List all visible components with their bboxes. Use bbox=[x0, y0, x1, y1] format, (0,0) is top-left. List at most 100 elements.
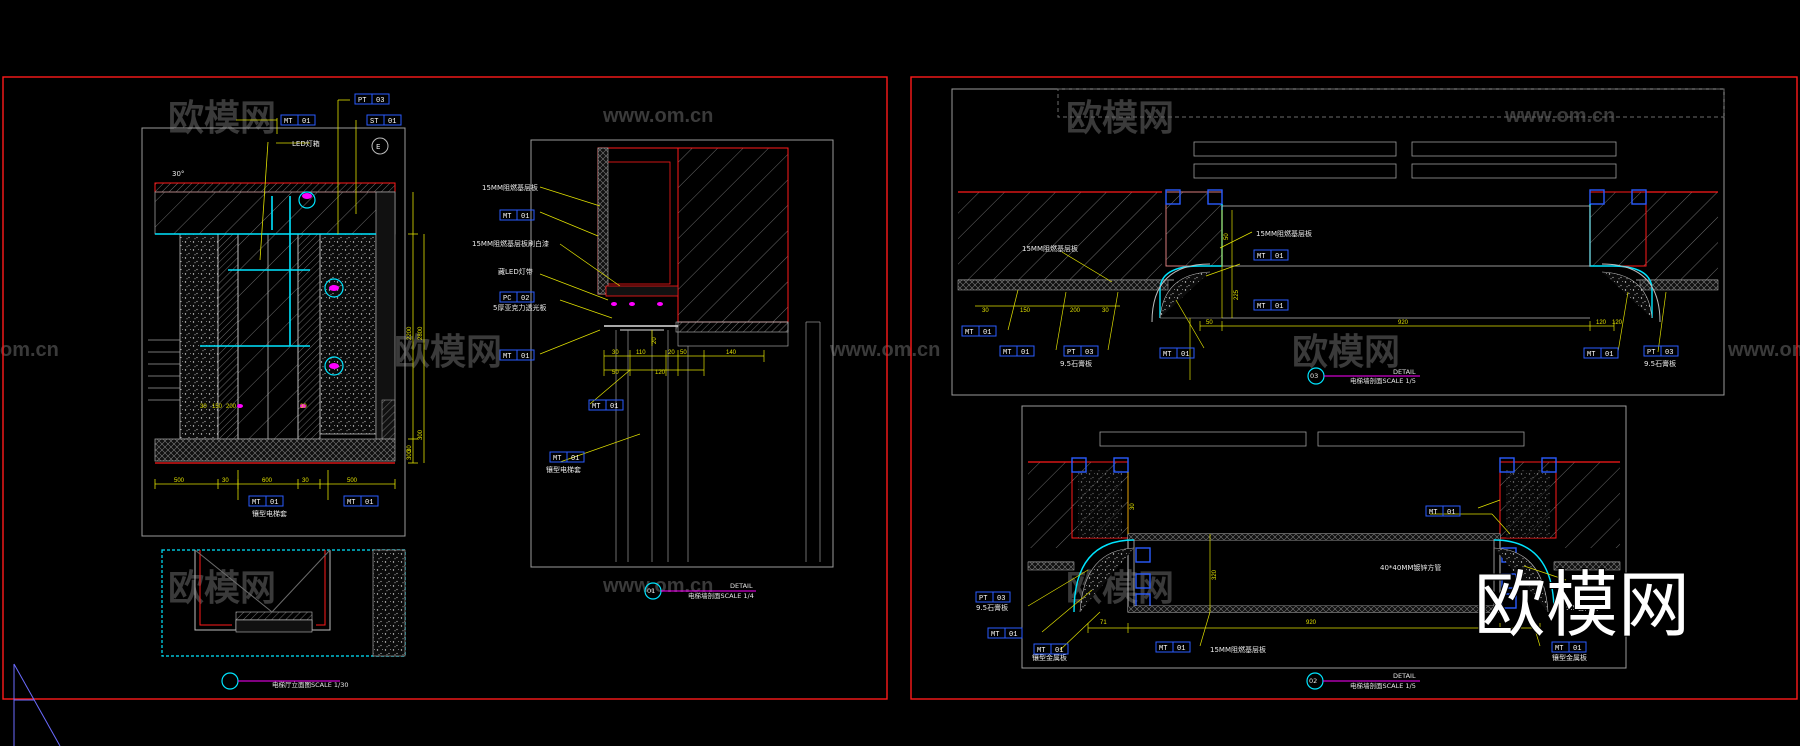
svg-text:MT: MT bbox=[252, 499, 260, 507]
callout-label: 15MM阻燃基层板 bbox=[1210, 645, 1266, 654]
plan-title: 电梯厅立面图SCALE 1/30 bbox=[272, 680, 349, 689]
material-tag: PT 03 bbox=[1063, 345, 1099, 357]
dim-label: 300 bbox=[418, 429, 424, 440]
material-tag: MT 01 bbox=[987, 627, 1023, 639]
dim-label: 30 bbox=[982, 308, 989, 314]
elevation-drawing: 500 30 600 30 500 2200 2800 30 300 300 3… bbox=[141, 99, 425, 537]
material-tag: PT 03 bbox=[354, 93, 390, 105]
svg-text:MT: MT bbox=[1163, 351, 1171, 359]
drawing-number: 03 bbox=[1310, 372, 1318, 380]
material-tag: PT 03 bbox=[975, 591, 1011, 603]
callout-label: 40*40MM镀锌方管 bbox=[1380, 563, 1441, 572]
material-tags: PT 03 MT 01 ST 01 MT 01 MT 01 bbox=[248, 93, 402, 507]
material-tag: MT 01 bbox=[499, 349, 535, 361]
svg-text:MT: MT bbox=[592, 403, 600, 411]
svg-text:PT: PT bbox=[979, 595, 987, 603]
elevator-trim-label: 镶型电梯套 bbox=[252, 509, 287, 518]
svg-text:MT: MT bbox=[1429, 509, 1437, 517]
svg-text:01: 01 bbox=[1447, 509, 1455, 517]
watermark-brand: 欧模网 bbox=[168, 97, 276, 138]
watermark-url: www.om.cn bbox=[829, 339, 940, 361]
detail-label: DETAIL bbox=[1393, 368, 1416, 376]
svg-text:01: 01 bbox=[521, 353, 529, 361]
dim-label: 30 bbox=[1130, 503, 1136, 510]
svg-text:03: 03 bbox=[376, 97, 384, 105]
material-tag: MT 01 bbox=[961, 325, 997, 337]
watermark-brand: 欧模网 bbox=[1292, 331, 1400, 372]
detail-03-drawing: 50 150 200 30 120 920 120 30 50 225 15MM… bbox=[951, 88, 1725, 396]
svg-text:01: 01 bbox=[302, 118, 310, 126]
watermark-url: www.om.cn bbox=[1727, 339, 1800, 361]
dim-label: 50 bbox=[1224, 233, 1230, 240]
angle-label: 30° bbox=[172, 170, 184, 178]
svg-text:01: 01 bbox=[270, 499, 278, 507]
svg-text:01: 01 bbox=[571, 455, 579, 463]
dim-label: 600 bbox=[262, 478, 273, 484]
svg-text:MT: MT bbox=[965, 329, 973, 337]
svg-text:01: 01 bbox=[610, 403, 618, 411]
material-tag: MT 01 bbox=[999, 345, 1035, 357]
brand-logo: 欧模网 bbox=[1474, 563, 1690, 647]
elevation-marker bbox=[371, 137, 389, 155]
material-tag: MT 01 bbox=[1583, 347, 1619, 359]
svg-text:01: 01 bbox=[1021, 349, 1029, 357]
watermark-url: www.om.cn bbox=[602, 105, 713, 127]
svg-text:PT: PT bbox=[358, 97, 366, 105]
detail-02-drawing: 71 920 320 30 40*40MM镀锌方管 9.5石膏板 镶型金属板 1… bbox=[975, 405, 1627, 690]
dim-label: 120 bbox=[655, 370, 666, 376]
svg-text:MT: MT bbox=[503, 213, 511, 221]
callout-label: 9.5石膏板 bbox=[1644, 359, 1676, 368]
drawing-title: 电梯墙剖面SCALE 1/4 bbox=[688, 591, 754, 600]
material-tag: MT 01 bbox=[549, 451, 585, 463]
material-tag: MT 01 bbox=[1033, 643, 1069, 655]
dim-label: 150 bbox=[1020, 308, 1031, 314]
dim-label: 140 bbox=[726, 350, 737, 356]
material-tag: MT 01 bbox=[499, 209, 535, 221]
dim-label: 50 bbox=[612, 370, 619, 376]
svg-text:01: 01 bbox=[1573, 645, 1581, 653]
svg-text:01: 01 bbox=[521, 213, 529, 221]
svg-text:MT: MT bbox=[1159, 645, 1167, 653]
drawing-number-marker bbox=[221, 672, 239, 690]
dim-label: 920 bbox=[1398, 320, 1409, 326]
svg-text:MT: MT bbox=[553, 455, 561, 463]
callout-label: 9.5石膏板 bbox=[976, 603, 1008, 612]
left-frame bbox=[2, 76, 888, 700]
svg-text:MT: MT bbox=[1257, 303, 1265, 311]
dim-label: 30 bbox=[200, 404, 207, 410]
dim-label: 225 bbox=[1234, 289, 1240, 300]
svg-text:MT: MT bbox=[1587, 351, 1595, 359]
svg-text:PT: PT bbox=[1067, 349, 1075, 357]
callout-label: 9.5石膏板 bbox=[1566, 603, 1598, 612]
material-tag: MT 01 bbox=[248, 495, 284, 507]
drawing-title: 电梯墙剖面SCALE 1/5 bbox=[1350, 376, 1416, 385]
svg-text:01: 01 bbox=[1181, 351, 1189, 359]
dim-label: 920 bbox=[1306, 620, 1317, 626]
material-tag: MT 01 bbox=[280, 114, 316, 126]
svg-text:PC: PC bbox=[503, 295, 511, 303]
dim-label: 150 bbox=[212, 404, 223, 410]
dim-label: 30 bbox=[300, 404, 307, 410]
svg-text:01: 01 bbox=[365, 499, 373, 507]
dim-label: 2800 bbox=[418, 326, 424, 340]
svg-text:ST: ST bbox=[370, 118, 378, 126]
dim-label: 30 bbox=[1102, 308, 1109, 314]
dim-label: 50 bbox=[680, 350, 687, 356]
svg-text:01: 01 bbox=[1275, 303, 1283, 311]
dim-label: 500 bbox=[347, 478, 358, 484]
material-tag: MT 01 bbox=[1253, 249, 1289, 261]
dim-label: 120 bbox=[1596, 320, 1607, 326]
dim-label: 200 bbox=[226, 404, 237, 410]
dim-label: 30 bbox=[612, 350, 619, 356]
material-tag: MT 01 bbox=[343, 495, 379, 507]
svg-text:03: 03 bbox=[1085, 349, 1093, 357]
watermark-url-partial: om.cn bbox=[0, 339, 59, 361]
watermark-brand: 欧模网 bbox=[394, 331, 502, 372]
dim-label: 20 bbox=[652, 337, 658, 344]
material-tag: MT 01 bbox=[1159, 347, 1195, 359]
watermark-url: www.om.cn bbox=[1504, 105, 1615, 127]
material-tag: MT 01 bbox=[1253, 299, 1289, 311]
dim-label: 20 bbox=[668, 350, 675, 356]
svg-text:01: 01 bbox=[1605, 351, 1613, 359]
